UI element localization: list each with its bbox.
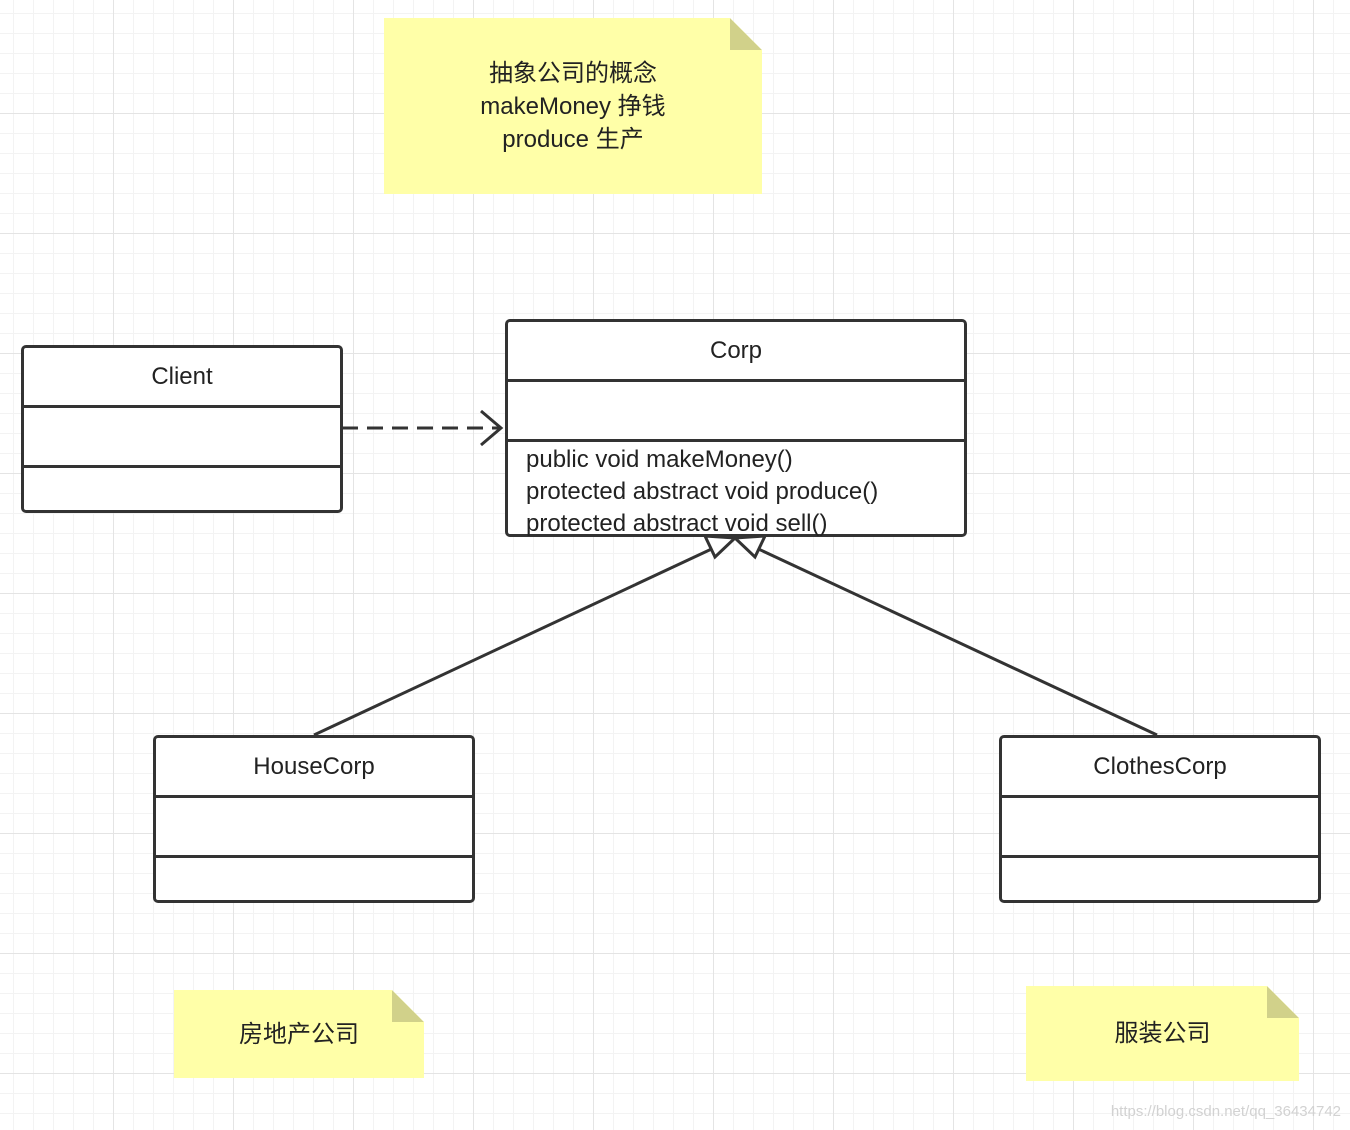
housecorp-class[interactable]: HouseCorp <box>153 735 475 903</box>
dependency-arrowhead <box>480 409 504 447</box>
watermark-text: https://blog.csdn.net/qq_36434742 <box>1110 1103 1341 1120</box>
generalization-arrowhead-house <box>702 534 739 560</box>
corp-class[interactable]: Corp public void makeMoney() protected a… <box>505 319 967 537</box>
client-attributes <box>24 408 340 468</box>
clothes-note[interactable]: 服装公司 <box>1026 986 1299 1081</box>
concept-note-line-3: produce 生产 <box>502 125 644 153</box>
house-note[interactable]: 房地产公司 <box>174 990 424 1078</box>
concept-note[interactable]: 抽象公司的概念 makeMoney 挣钱 produce 生产 <box>384 18 762 194</box>
clothescorp-class[interactable]: ClothesCorp <box>999 735 1321 903</box>
housecorp-attributes <box>156 798 472 858</box>
clothes-note-text: 服装公司 <box>1114 1020 1211 1047</box>
client-class[interactable]: Client <box>21 345 343 513</box>
clothescorp-attributes <box>1002 798 1318 858</box>
concept-note-line-2: makeMoney 挣钱 <box>480 92 666 120</box>
generalization-line-house[interactable] <box>313 544 719 737</box>
corp-class-name: Corp <box>508 322 964 382</box>
concept-note-line-1: 抽象公司的概念 <box>489 59 657 87</box>
corp-operations: public void makeMoney() protected abstra… <box>508 442 964 540</box>
generalization-line-clothes[interactable] <box>751 544 1158 737</box>
corp-method: public void makeMoney() <box>526 446 793 473</box>
clothescorp-class-name: ClothesCorp <box>1002 738 1318 798</box>
corp-method: protected abstract void produce() <box>526 478 879 505</box>
generalization-arrowhead-clothes <box>731 534 768 560</box>
house-note-text: 房地产公司 <box>239 1020 359 1048</box>
corp-method: protected abstract void sell() <box>526 510 828 537</box>
corp-attributes <box>508 382 964 442</box>
client-class-name: Client <box>24 348 340 408</box>
housecorp-class-name: HouseCorp <box>156 738 472 798</box>
